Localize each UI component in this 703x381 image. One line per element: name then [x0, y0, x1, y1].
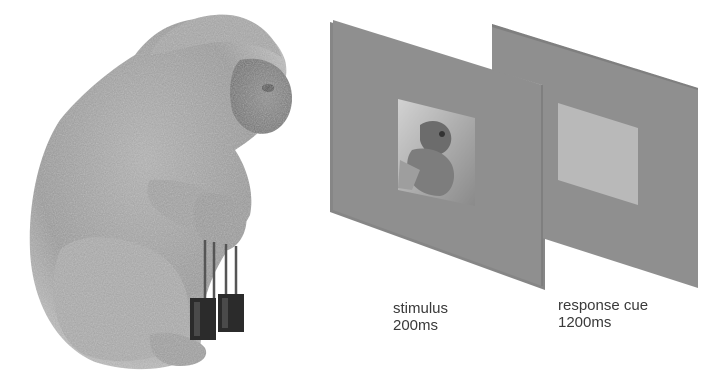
response-cue-label: response cue 1200ms: [558, 297, 648, 331]
macaque-monkey-icon: [30, 15, 292, 369]
response-cue-duration: 1200ms: [558, 314, 648, 331]
stimulus-name: stimulus: [393, 300, 448, 317]
stimulus-label: stimulus 200ms: [393, 300, 448, 334]
stimulus-duration: 200ms: [393, 317, 448, 334]
response-cue-name: response cue: [558, 297, 648, 314]
